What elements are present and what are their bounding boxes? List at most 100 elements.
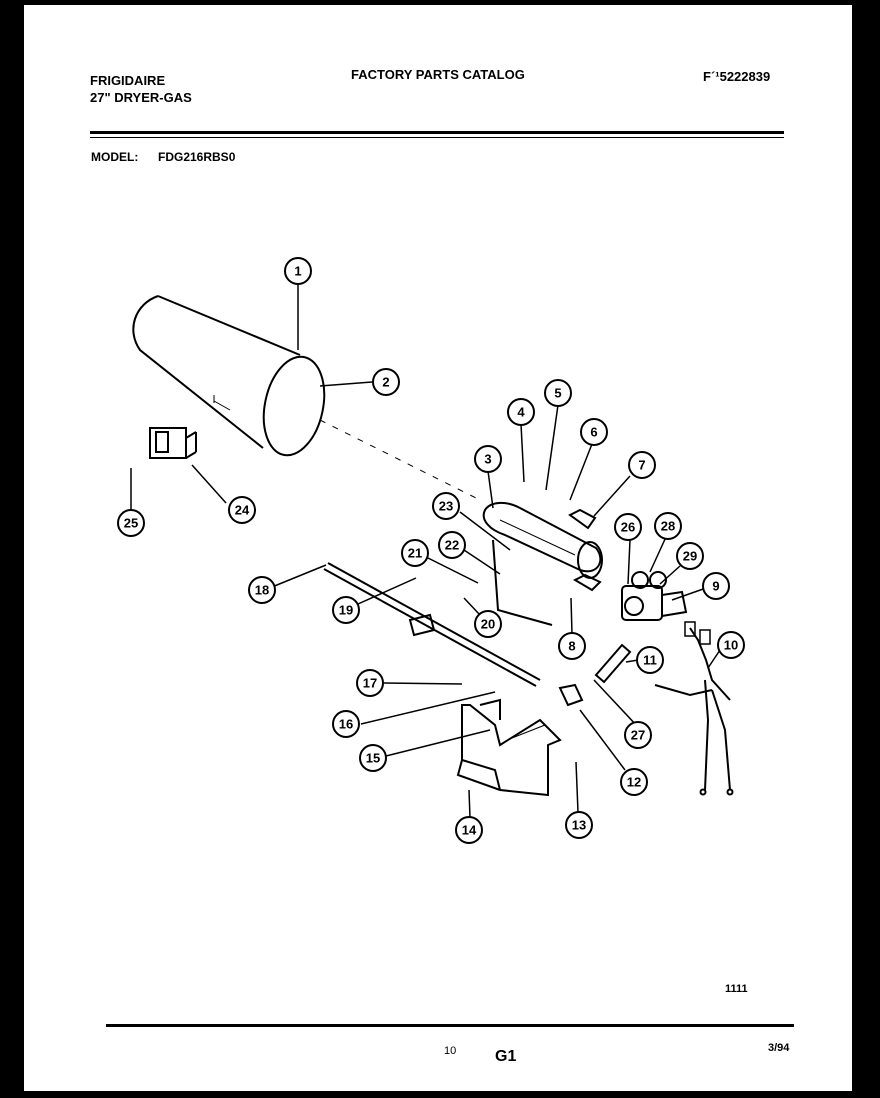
callout-circle bbox=[654, 512, 682, 540]
inlet-pipe bbox=[594, 643, 632, 684]
model-number: FDG216RBS0 bbox=[158, 150, 236, 164]
callout-number: 16 bbox=[339, 717, 353, 732]
callout-circle bbox=[401, 539, 429, 567]
burner-bracket bbox=[456, 698, 562, 797]
callout-7: 7 bbox=[628, 451, 656, 479]
callout-11: 11 bbox=[636, 646, 664, 674]
brand-block: FRIGIDAIRE 27" DRYER-GAS bbox=[90, 72, 192, 106]
page-number: 10 bbox=[444, 1045, 457, 1057]
drum-drawing bbox=[132, 295, 326, 457]
callout-number: 4 bbox=[517, 405, 525, 420]
callout-number: 21 bbox=[408, 546, 422, 561]
page-border-right bbox=[852, 0, 880, 1098]
callout-circle bbox=[332, 710, 360, 738]
section-label: G1 bbox=[495, 1048, 517, 1065]
callout-circle bbox=[359, 744, 387, 772]
callout-number: 3 bbox=[484, 452, 491, 467]
leader-lines bbox=[130, 283, 721, 819]
igniter-tube bbox=[492, 539, 553, 626]
callout-12: 12 bbox=[620, 768, 648, 796]
fitting bbox=[558, 683, 584, 707]
callout-circle bbox=[717, 631, 745, 659]
callout-17: 17 bbox=[356, 669, 384, 697]
callout-circle bbox=[284, 257, 312, 285]
callout-9: 9 bbox=[702, 572, 730, 600]
callout-29: 29 bbox=[676, 542, 704, 570]
callout-number: 5 bbox=[554, 386, 561, 401]
callout-number: 6 bbox=[590, 425, 597, 440]
callout-circle bbox=[455, 816, 483, 844]
callout-24: 24 bbox=[228, 496, 256, 524]
callout-circle bbox=[636, 646, 664, 674]
callout-3: 3 bbox=[474, 445, 502, 473]
callout-21: 21 bbox=[401, 539, 429, 567]
brand-name: FRIGIDAIRE bbox=[90, 73, 166, 88]
callout-1: 1 bbox=[284, 257, 312, 285]
callout-number: 23 bbox=[439, 499, 453, 514]
callout-circle bbox=[432, 492, 460, 520]
callout-circle bbox=[676, 542, 704, 570]
catalog-title: FACTORY PARTS CATALOG bbox=[351, 67, 525, 82]
diagram-code: 1111 bbox=[725, 983, 748, 995]
callout-20: 20 bbox=[474, 610, 502, 638]
callout-8: 8 bbox=[558, 632, 586, 660]
callout-number: 1 bbox=[294, 264, 301, 279]
callout-circle bbox=[474, 445, 502, 473]
gas-valve bbox=[621, 571, 688, 621]
callout-number: 24 bbox=[235, 503, 250, 518]
callout-22: 22 bbox=[438, 531, 466, 559]
callout-circle bbox=[438, 531, 466, 559]
model-label: MODEL: bbox=[91, 150, 139, 164]
callout-2: 2 bbox=[372, 368, 400, 396]
center-line bbox=[319, 419, 481, 501]
gas-tube bbox=[323, 562, 541, 687]
callout-circle bbox=[628, 451, 656, 479]
flame-sensor-part bbox=[149, 427, 197, 459]
callout-circle bbox=[474, 610, 502, 638]
callout-circle bbox=[248, 576, 276, 604]
product-name: 27" DRYER-GAS bbox=[90, 90, 192, 105]
callout-26: 26 bbox=[614, 513, 642, 541]
callout-circle bbox=[332, 596, 360, 624]
page-border-left bbox=[0, 0, 24, 1098]
callout-number: 13 bbox=[572, 818, 586, 833]
callout-28: 28 bbox=[654, 512, 682, 540]
callout-number: 11 bbox=[643, 653, 657, 668]
callout-number: 18 bbox=[255, 583, 269, 598]
header-rule-thin bbox=[90, 137, 784, 138]
revision-date: 3/94 bbox=[768, 1042, 790, 1054]
callout-number: 10 bbox=[724, 638, 738, 653]
burner-assembly bbox=[482, 502, 603, 592]
callout-number: 9 bbox=[712, 579, 719, 594]
callout-circle bbox=[356, 669, 384, 697]
callout-18: 18 bbox=[248, 576, 276, 604]
callout-number: 14 bbox=[462, 823, 477, 838]
header-rule bbox=[90, 131, 784, 134]
callout-14: 14 bbox=[455, 816, 483, 844]
callout-27: 27 bbox=[624, 721, 652, 749]
callout-6: 6 bbox=[580, 418, 608, 446]
callout-circle bbox=[614, 513, 642, 541]
callout-circle bbox=[565, 811, 593, 839]
callout-number: 28 bbox=[661, 519, 675, 534]
callout-number: 25 bbox=[124, 516, 138, 531]
callout-circle bbox=[544, 379, 572, 407]
callout-circle bbox=[624, 721, 652, 749]
callout-circle bbox=[620, 768, 648, 796]
callout-bubbles: 1234567891011121314151617181920212223242… bbox=[117, 257, 745, 844]
callout-number: 26 bbox=[621, 520, 635, 535]
callout-number: 29 bbox=[683, 549, 697, 564]
callout-number: 19 bbox=[339, 603, 353, 618]
callout-13: 13 bbox=[565, 811, 593, 839]
callout-4: 4 bbox=[507, 398, 535, 426]
callout-15: 15 bbox=[359, 744, 387, 772]
callout-circle bbox=[580, 418, 608, 446]
callout-circle bbox=[702, 572, 730, 600]
callout-number: 7 bbox=[638, 458, 645, 473]
page-border-bottom bbox=[0, 1091, 880, 1098]
callout-number: 20 bbox=[481, 617, 495, 632]
callout-number: 2 bbox=[382, 375, 389, 390]
callout-circle bbox=[507, 398, 535, 426]
